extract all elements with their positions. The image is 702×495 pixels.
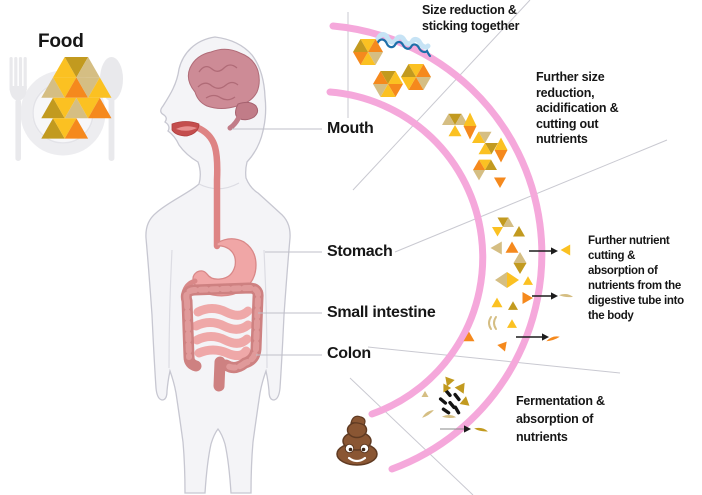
organ-label-mouth: Mouth <box>327 120 374 137</box>
food-bolus-hexagons <box>353 39 431 97</box>
food-title: Food <box>38 31 84 52</box>
divider-colon-exit <box>349 377 474 495</box>
annotation-small-intestine: Further nutrient cutting & absorption of… <box>588 235 684 322</box>
annotation-colon: Fermentation & absorption of nutrients <box>516 394 605 444</box>
divider-intestine-colon <box>367 346 621 374</box>
esophagus-illustration <box>192 123 221 250</box>
digestive-tube-outer-arc <box>329 22 546 473</box>
organ-label-stomach: Stomach <box>327 243 393 260</box>
absorbed-nutrient-particles <box>474 244 574 432</box>
human-body-illustration <box>145 36 291 494</box>
annotation-mouth: Size reduction & sticking together <box>422 3 520 33</box>
small-intestine-particles <box>463 217 533 352</box>
mouth-illustration <box>171 121 200 137</box>
digestive-tube <box>326 22 546 473</box>
fermentation-particles <box>421 376 470 418</box>
organ-label-colon: Colon <box>327 345 371 362</box>
label-connector-lines <box>232 128 322 356</box>
food-mosaic <box>41 57 112 139</box>
brain-illustration <box>187 48 260 131</box>
bacteria-icon <box>438 388 461 415</box>
divider-mouth-stomach <box>352 0 531 191</box>
intestines-illustration <box>180 282 264 392</box>
organ-label-small-intestine: Small intestine <box>327 304 436 321</box>
fork-icon <box>9 57 27 161</box>
body-silhouette <box>145 36 291 494</box>
stomach-particles <box>442 112 508 188</box>
digestive-tube-inner-arc <box>326 88 487 418</box>
poop-icon <box>336 415 378 466</box>
section-divider-lines <box>347 0 668 495</box>
annotation-stomach: Further size reduction, acidification & … <box>536 70 619 146</box>
saliva-icon <box>375 32 432 58</box>
absorption-arrows <box>440 247 558 433</box>
